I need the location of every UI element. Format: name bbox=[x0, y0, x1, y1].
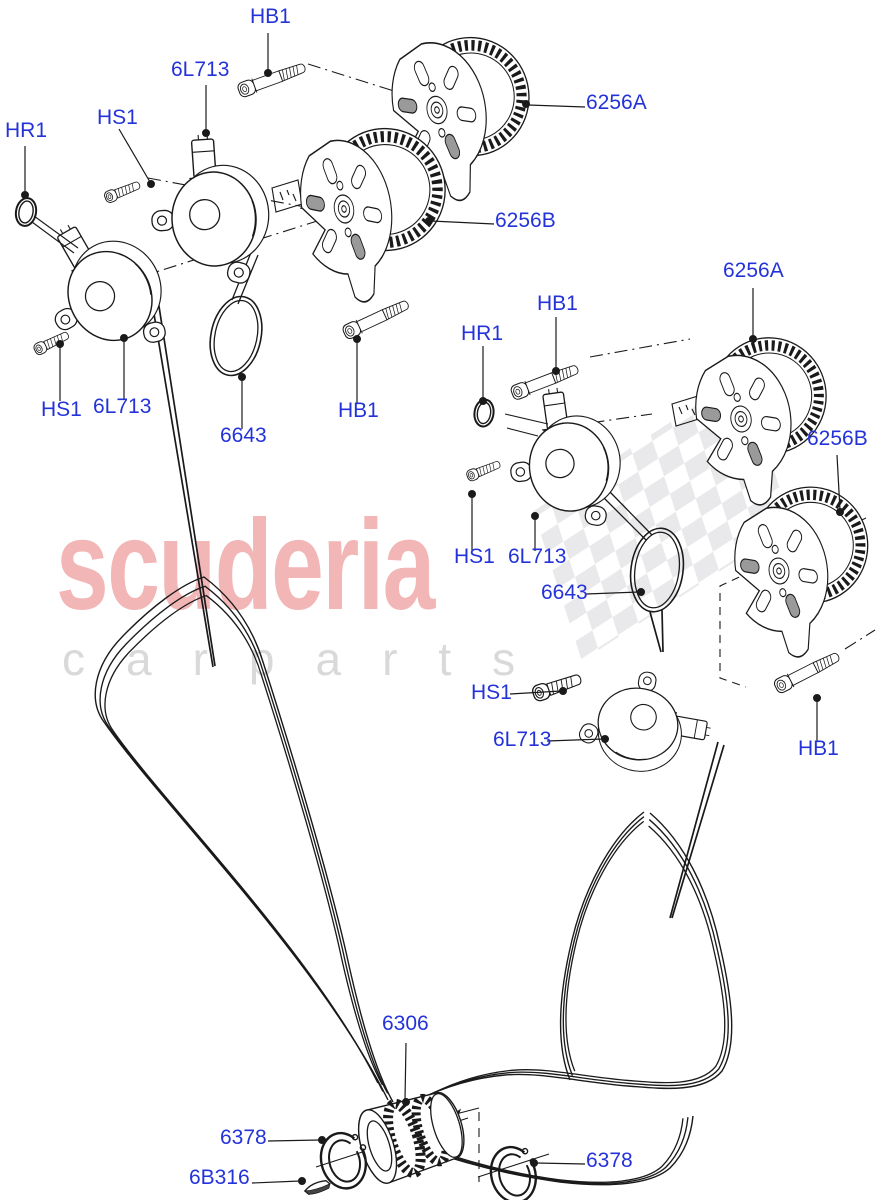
part-label-hs1-left-lower: HS1 bbox=[41, 398, 82, 421]
part-label-6l713-right-mid: 6L713 bbox=[508, 545, 567, 568]
part-label-6l713-left-lower: 6L713 bbox=[93, 395, 152, 418]
part-label-6378-right: 6378 bbox=[586, 1149, 633, 1172]
bolt-hs1-right-lower bbox=[530, 670, 584, 703]
part-label-6306-crank: 6306 bbox=[382, 1012, 429, 1035]
snap-ring-6378-right bbox=[483, 1140, 546, 1200]
bolt-hs1-right-mid bbox=[464, 458, 503, 483]
hr1-left-pointer bbox=[31, 215, 79, 254]
part-label-hb1-top: HB1 bbox=[250, 5, 291, 28]
oring-6643-right bbox=[629, 527, 685, 613]
timing-chain bbox=[94, 576, 733, 1186]
vvt-actuator-6l713-right-lower bbox=[572, 661, 719, 784]
woodruff-key-6b316 bbox=[303, 1179, 331, 1195]
part-label-hb1-right-upper: HB1 bbox=[537, 292, 578, 315]
hr1-right-pointer bbox=[504, 413, 549, 437]
bolt-hb1-top bbox=[236, 59, 308, 99]
oring-6643-left bbox=[209, 295, 263, 377]
oring-hr1-left bbox=[14, 197, 38, 227]
crank-sprocket-6306 bbox=[357, 1091, 465, 1184]
bolt-hs1-left-lower bbox=[31, 328, 72, 357]
part-label-hr1-left: HR1 bbox=[5, 119, 48, 142]
part-label-6256b-right: 6256B bbox=[807, 427, 868, 450]
part-label-6643-right: 6643 bbox=[541, 581, 588, 604]
leader-lines bbox=[21, 33, 844, 1185]
part-label-hs1-right-mid: HS1 bbox=[454, 545, 495, 568]
part-label-6b316-key: 6B316 bbox=[189, 1166, 250, 1189]
part-label-hs1-right-lower: HS1 bbox=[471, 681, 512, 704]
part-label-6l713-right-lower: 6L713 bbox=[493, 728, 552, 751]
part-label-6l713-top: 6L713 bbox=[171, 58, 230, 81]
part-label-hb1-left-lower: HB1 bbox=[338, 399, 379, 422]
bolt-hb1-left-lower bbox=[340, 296, 412, 341]
watermark-subbrand-text: carparts bbox=[62, 633, 557, 685]
watermark-brand-text: scuderia bbox=[56, 494, 435, 637]
part-label-6256a-left: 6256A bbox=[586, 91, 647, 114]
part-label-hr1-right: HR1 bbox=[461, 322, 504, 345]
part-label-hb1-right-lower: HB1 bbox=[798, 737, 839, 760]
part-label-6256b-left: 6256B bbox=[495, 209, 556, 232]
part-label-hs1-left-upper: HS1 bbox=[97, 106, 138, 129]
bolt-hb1-right-lower bbox=[772, 648, 843, 695]
part-label-6643-left: 6643 bbox=[220, 424, 267, 447]
vvt-actuator-6l713-top bbox=[145, 129, 275, 293]
bolt-hs1-left-upper bbox=[102, 178, 143, 205]
part-label-6256a-right: 6256A bbox=[723, 259, 784, 282]
part-label-6378-left: 6378 bbox=[220, 1126, 267, 1149]
